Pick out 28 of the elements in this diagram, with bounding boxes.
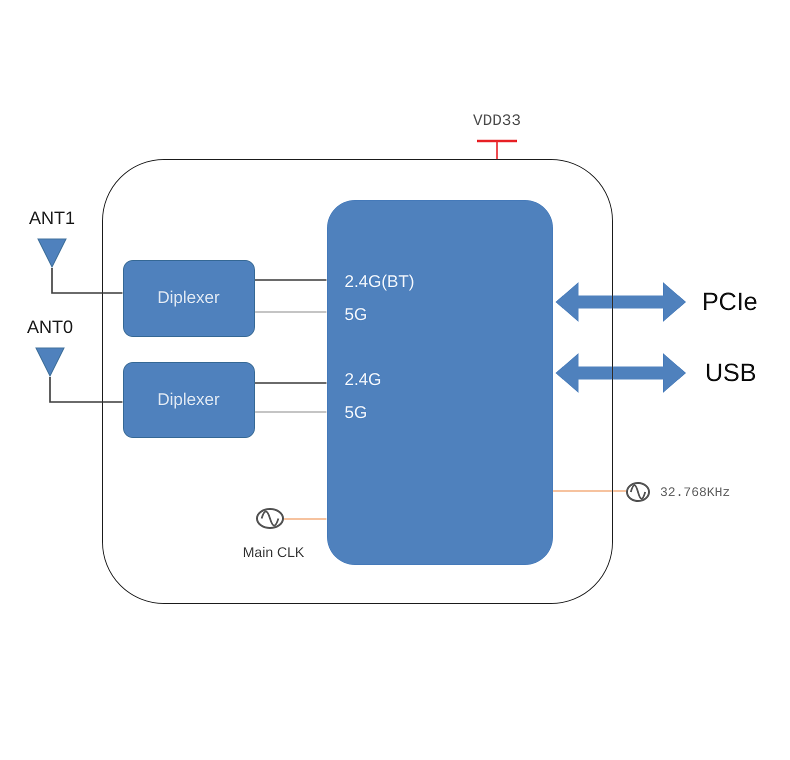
connector-line — [254, 311, 326, 313]
clock-label: Main CLK — [242, 542, 304, 560]
connector-line — [49, 377, 122, 403]
frequency-label: 32.768KHz — [660, 484, 730, 502]
connector-line — [284, 518, 326, 520]
module-outline — [102, 159, 613, 604]
connector-line — [254, 411, 326, 413]
port-label: 2.4G(BT) — [344, 272, 414, 292]
connector-line — [254, 279, 326, 281]
diplexer-box — [122, 362, 254, 438]
connector-line — [552, 490, 626, 492]
power-pin-line — [476, 140, 518, 159]
port-label: 2.4G — [344, 370, 382, 390]
double-arrow — [556, 353, 686, 393]
antenna-label: ANT0 — [26, 317, 73, 337]
double-arrow — [556, 282, 686, 322]
connector-line — [254, 382, 326, 384]
block-label: Diplexer — [157, 288, 220, 308]
block-label: Diplexer — [157, 390, 220, 410]
chip-block — [326, 200, 552, 564]
port-label: 5G — [344, 304, 368, 324]
antenna-label: ANT1 — [28, 208, 75, 228]
interface-label: PCIe — [702, 287, 758, 317]
interface-label: USB — [705, 358, 756, 388]
connector-line — [51, 268, 122, 294]
diplexer-box — [122, 260, 254, 336]
pin-label: VDD33 — [472, 112, 521, 130]
port-label: 5G — [344, 402, 368, 422]
